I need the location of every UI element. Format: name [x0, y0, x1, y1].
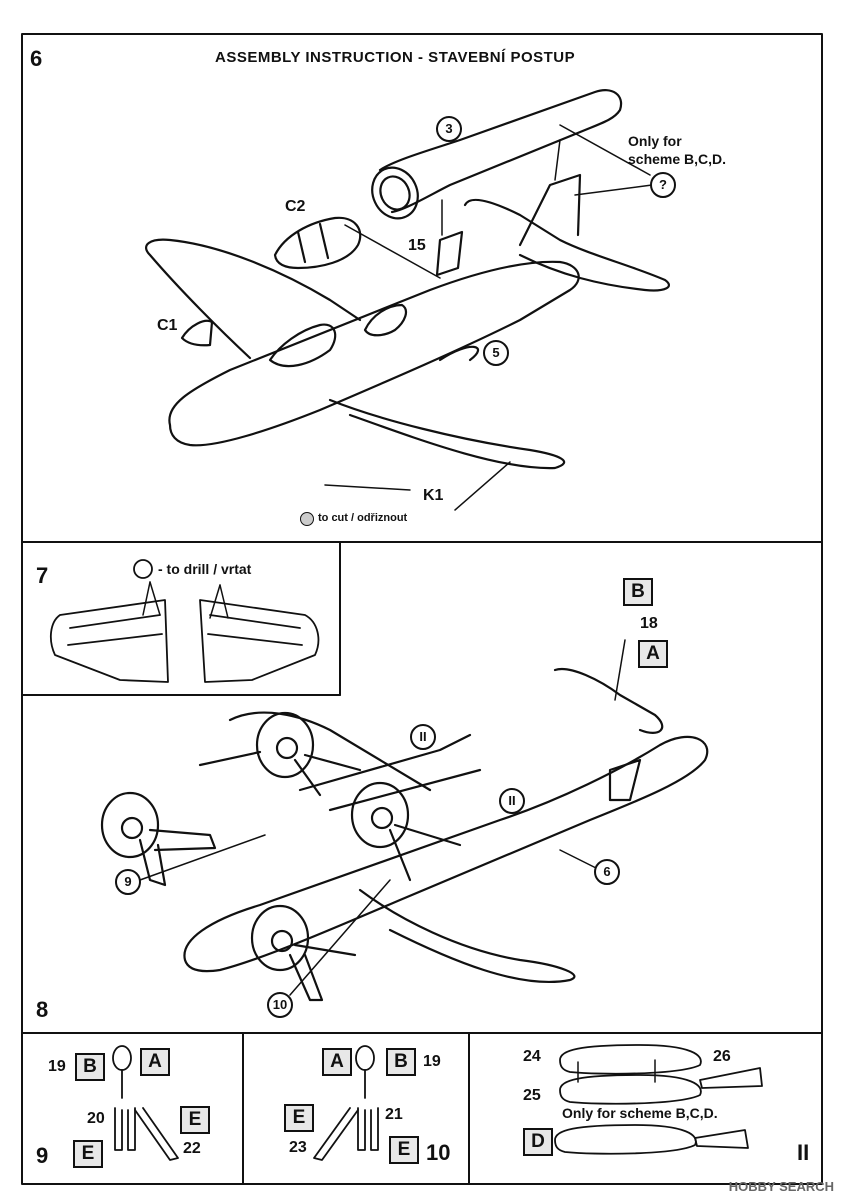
step11-label-24: 24 [523, 1048, 541, 1065]
step9-box-e2: E [73, 1140, 103, 1168]
label-c1: C1 [157, 317, 178, 334]
step11-box-d: D [523, 1128, 553, 1156]
step11-label-26: 26 [713, 1048, 731, 1065]
part-5-marker: 5 [483, 340, 509, 366]
note-marker-icon: ? [650, 172, 676, 198]
step10-number: 10 [426, 1140, 451, 1165]
step11-tank [554, 1044, 763, 1155]
step10-label-21: 21 [385, 1106, 403, 1123]
step6-aircraft [145, 89, 671, 511]
page-title: ASSEMBLY INSTRUCTION - STAVEBNÍ POSTUP [215, 49, 576, 66]
drill-note: - to drill / vrtat [158, 561, 252, 577]
step11-note: Only for scheme B,C,D. [562, 1105, 718, 1121]
step11-label-25: 25 [523, 1087, 541, 1104]
step10-box-a: A [322, 1048, 352, 1076]
page-number: 6 [30, 46, 43, 71]
box-b-step8: B [623, 578, 653, 606]
step10-box-e2: E [389, 1136, 419, 1164]
label-15: 15 [408, 237, 426, 254]
step9-number: 9 [36, 1143, 49, 1168]
step7-number: 7 [36, 563, 49, 588]
step9-label-19: 19 [48, 1058, 66, 1075]
ref-10: 10 [267, 992, 293, 1018]
ref-6: 6 [594, 859, 620, 885]
step7-wings [49, 559, 320, 683]
step9-label-22: 22 [183, 1140, 201, 1157]
cut-note: to cut / odřiznout [318, 512, 408, 524]
step11-number: II [797, 1140, 810, 1165]
watermark: HOBBY SEARCH [728, 1179, 834, 1194]
label-k1: K1 [423, 487, 444, 504]
box-a-step8: A [638, 640, 668, 668]
note-only-for: Only for [628, 133, 682, 149]
part-3-marker: 3 [436, 116, 462, 142]
ref-11-mid: II [499, 788, 525, 814]
step9-box-b: B [75, 1053, 105, 1081]
label-18: 18 [640, 615, 658, 632]
ref-11-top: II [410, 724, 436, 750]
step10-label-23: 23 [289, 1139, 307, 1156]
step9-box-a: A [140, 1048, 170, 1076]
step10-label-19: 19 [423, 1053, 441, 1070]
step9-gear [112, 1045, 179, 1161]
step10-box-b: B [386, 1048, 416, 1076]
page-frame [21, 33, 823, 1185]
label-c2: C2 [285, 198, 306, 215]
step10-box-e1: E [284, 1104, 314, 1132]
step8-aircraft [100, 639, 709, 1002]
step8-number: 8 [36, 997, 49, 1022]
note-scheme: scheme B,C,D. [628, 151, 727, 167]
step9-label-20: 20 [87, 1110, 105, 1127]
step10-gear [313, 1045, 379, 1161]
step9-box-e1: E [180, 1106, 210, 1134]
cut-icon [300, 512, 314, 526]
ref-9: 9 [115, 869, 141, 895]
